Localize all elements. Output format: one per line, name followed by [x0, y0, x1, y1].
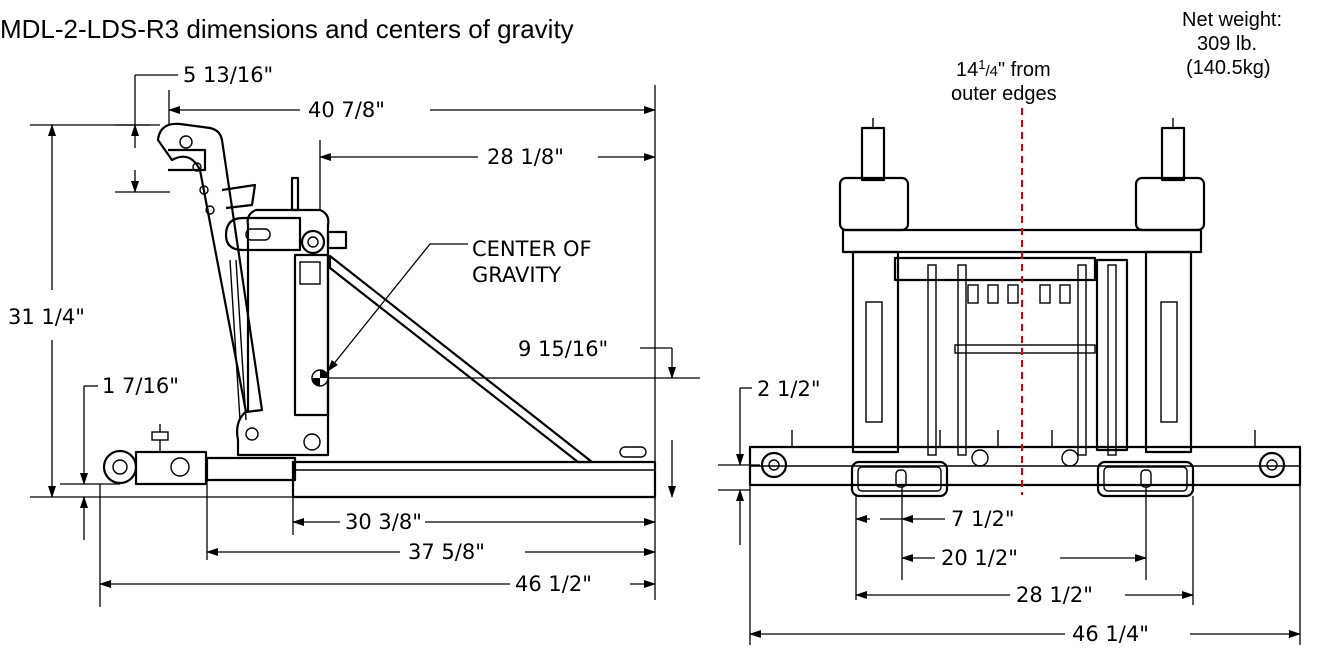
net-weight-kg: (140.5kg)	[1186, 57, 1271, 79]
front-left-fork-pocket	[850, 460, 949, 498]
front-left-upright	[851, 250, 900, 454]
side-upright	[236, 208, 330, 457]
front-right-hook	[1160, 126, 1186, 182]
side-view: 5 13/16" 40 7/8" 28 1/8" 31 1/4" 9 15/16…	[8, 63, 700, 607]
front-right-bracket	[1134, 176, 1206, 232]
dim-46-1-4: 46 1/4"	[1072, 622, 1149, 646]
side-front-rail	[205, 456, 297, 482]
drawing-title: MDL-2-LDS-R3 dimensions and centers of g…	[0, 14, 574, 44]
dim-31-1-4: 31 1/4"	[8, 305, 85, 329]
dim-46-1-2: 46 1/2"	[515, 572, 592, 596]
front-left-roller	[760, 451, 788, 479]
dim-5-13-16: 5 13/16"	[183, 63, 273, 87]
front-left-bracket	[838, 176, 910, 232]
side-roller	[102, 449, 138, 485]
dim-20-1-2: 20 1/2"	[941, 546, 1018, 570]
dim-2-1-2: 2 1/2"	[757, 377, 821, 401]
front-base-fittings	[791, 430, 1256, 467]
side-roller-bracket	[134, 450, 208, 486]
side-base-rail	[291, 460, 657, 499]
side-diagonal-brace	[328, 254, 594, 464]
side-latch-plate	[224, 216, 302, 252]
net-weight-label: Net weight:	[1182, 9, 1282, 31]
cg-offset-note: 141/4" from outer edges	[951, 57, 1057, 105]
cg-offset-line1: 141/4" from	[956, 57, 1051, 81]
net-weight-lb: 309 lb.	[1197, 33, 1257, 55]
dim-9-15-16: 9 15/16"	[518, 337, 608, 361]
front-view: 2 1/2" 7 1/2" 20 1/2" 28 1/2" 46 1/4"	[718, 108, 1302, 646]
front-left-hook	[860, 126, 886, 182]
dim-7-1-2: 7 1/2"	[951, 507, 1015, 531]
side-upright-column	[293, 253, 330, 417]
cg-offset-line2: outer edges	[951, 83, 1057, 105]
dim-28-1-8: 28 1/8"	[487, 145, 564, 169]
dim-37-5-8: 37 5/8"	[408, 540, 485, 564]
dim-30-3-8: 30 3/8"	[345, 510, 422, 534]
front-right-roller	[1258, 451, 1286, 479]
dim-28-1-2: 28 1/2"	[1016, 583, 1093, 607]
side-hook-arm	[156, 122, 264, 414]
front-right-upright	[1144, 250, 1193, 454]
cg-label-line1: CENTER OF	[472, 237, 592, 261]
dim-1-7-16: 1 7/16"	[102, 374, 179, 398]
front-teeth-row	[967, 284, 1071, 304]
net-weight-note: Net weight: 309 lb. (140.5kg)	[1182, 9, 1282, 79]
dim-40-7-8: 40 7/8"	[308, 98, 385, 122]
cg-label-line2: GRAVITY	[472, 263, 561, 287]
